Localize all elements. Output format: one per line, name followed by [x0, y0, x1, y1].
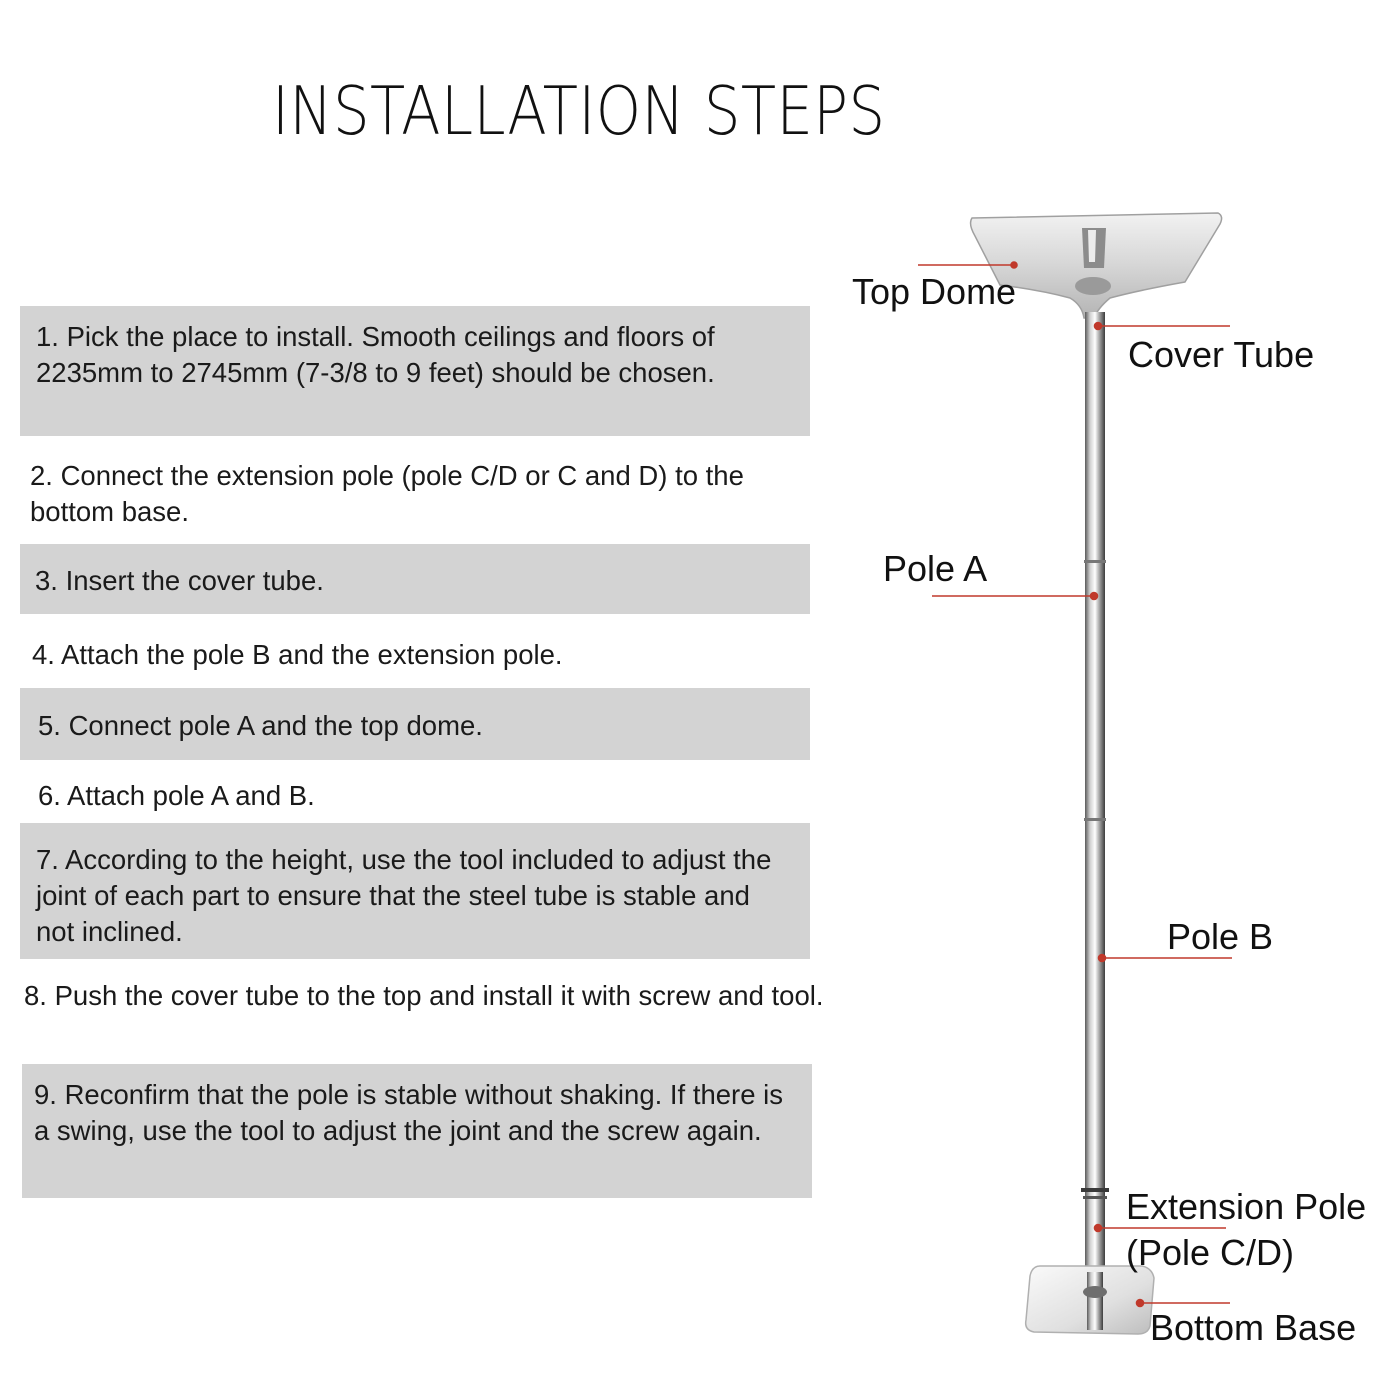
label-cover-tube: Cover Tube — [1128, 334, 1315, 375]
step-2: 2. Connect the extension pole (pole C/D … — [30, 460, 744, 527]
label-pole-a: Pole A — [883, 548, 988, 589]
top-dome-part — [969, 212, 1223, 319]
step-3: 3. Insert the cover tube. — [20, 544, 810, 614]
step-8: 8. Push the cover tube to the top and in… — [24, 980, 824, 1011]
pole-shaft — [1085, 312, 1105, 1272]
step-4: 4. Attach the pole B and the extension p… — [32, 639, 563, 670]
bottom-base-part — [1024, 1265, 1155, 1335]
label-pole-b: Pole B — [1167, 916, 1274, 957]
label-bottom-base: Bottom Base — [1150, 1307, 1357, 1348]
step-6: 6. Attach pole A and B. — [38, 780, 315, 811]
step-1: 1. Pick the place to install. Smooth cei… — [20, 306, 810, 436]
label-top-dome: Top Dome — [852, 271, 1017, 312]
step-5: 5. Connect pole A and the top dome. — [20, 688, 810, 760]
step-7: 7. According to the height, use the tool… — [20, 823, 810, 959]
step-9: 9. Reconfirm that the pole is stable wit… — [22, 1064, 812, 1198]
label-extension-pole-sub: (Pole C/D) — [1126, 1232, 1295, 1273]
page-title: INSTALLATION STEPS — [272, 72, 886, 150]
label-extension-pole: Extension Pole — [1126, 1186, 1367, 1227]
